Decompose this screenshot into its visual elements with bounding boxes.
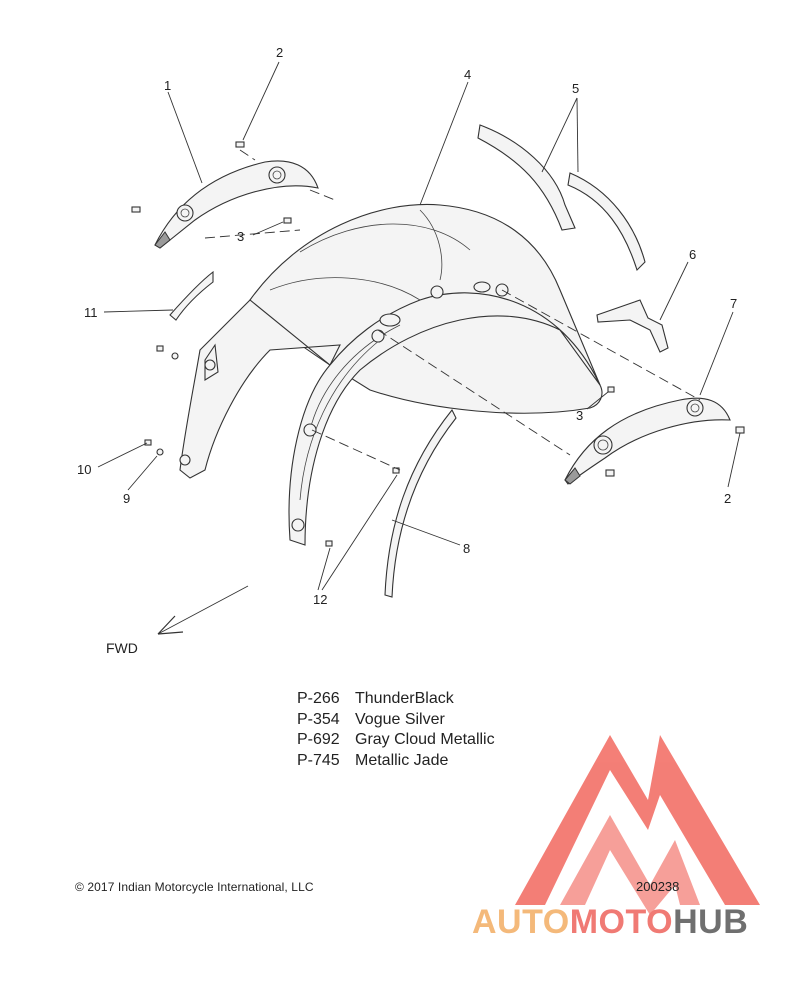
callout-2-top: 2 — [276, 45, 283, 60]
rear-fender — [179, 203, 603, 546]
callout-1: 1 — [164, 78, 171, 93]
paint-code: P-266 — [297, 690, 340, 707]
paint-code-row: P-745 Metallic Jade — [297, 751, 495, 772]
right-light-housing — [564, 397, 731, 485]
figure-number: 200238 — [636, 879, 680, 894]
left-light-housing — [154, 160, 319, 249]
fender-trim-lower — [384, 408, 457, 598]
leader-lines — [97, 61, 741, 591]
callout-numbers: 1 2 3 4 5 6 7 11 3 10 9 2 8 12 — [77, 45, 737, 607]
fender-trim-left — [169, 270, 214, 321]
alignment-lines — [204, 149, 701, 471]
callout-5: 5 — [572, 81, 579, 96]
callout-12: 12 — [313, 592, 327, 607]
paint-name: Vogue Silver — [355, 710, 445, 728]
callout-10: 10 — [77, 462, 91, 477]
watermark-logo-triangle — [515, 735, 760, 915]
paint-name: ThunderBlack — [355, 690, 454, 707]
paint-code: P-692 — [297, 731, 340, 748]
fender-clip — [596, 299, 669, 353]
forward-arrow-icon — [157, 585, 249, 635]
paint-code-row: P-692 Gray Cloud Metallic — [297, 730, 495, 751]
callout-2-bottom: 2 — [724, 491, 731, 506]
watermark-text-moto: MOTO — [569, 903, 674, 941]
callout-3-left: 3 — [237, 229, 244, 244]
watermark-text-auto: AUTO — [472, 903, 570, 941]
callout-3-right: 3 — [576, 408, 583, 423]
trim-strip-pair — [477, 124, 646, 272]
callout-9: 9 — [123, 491, 130, 506]
callout-11: 11 — [84, 305, 98, 320]
paint-name: Gray Cloud Metallic — [355, 731, 495, 748]
paint-code-row: P-266 ThunderBlack — [297, 689, 495, 710]
callout-4: 4 — [464, 67, 471, 82]
paint-code-legend: P-266 ThunderBlack P-354 Vogue Silver P-69… — [297, 689, 495, 771]
paint-code: P-354 — [297, 710, 340, 728]
callout-6: 6 — [689, 247, 696, 262]
paint-code-row: P-354 Vogue Silver — [297, 710, 495, 731]
paint-name: Metallic Jade — [355, 751, 449, 769]
callout-7: 7 — [730, 296, 737, 311]
copyright-notice: © 2017 Indian Motorcycle International, … — [75, 880, 314, 894]
paint-code: P-745 — [297, 751, 340, 769]
watermark-text-hub: HUB — [673, 903, 749, 941]
callout-8: 8 — [463, 541, 470, 556]
forward-label: FWD — [106, 640, 138, 656]
watermark-logo-text: AUTOMOTOHUB — [472, 903, 748, 942]
